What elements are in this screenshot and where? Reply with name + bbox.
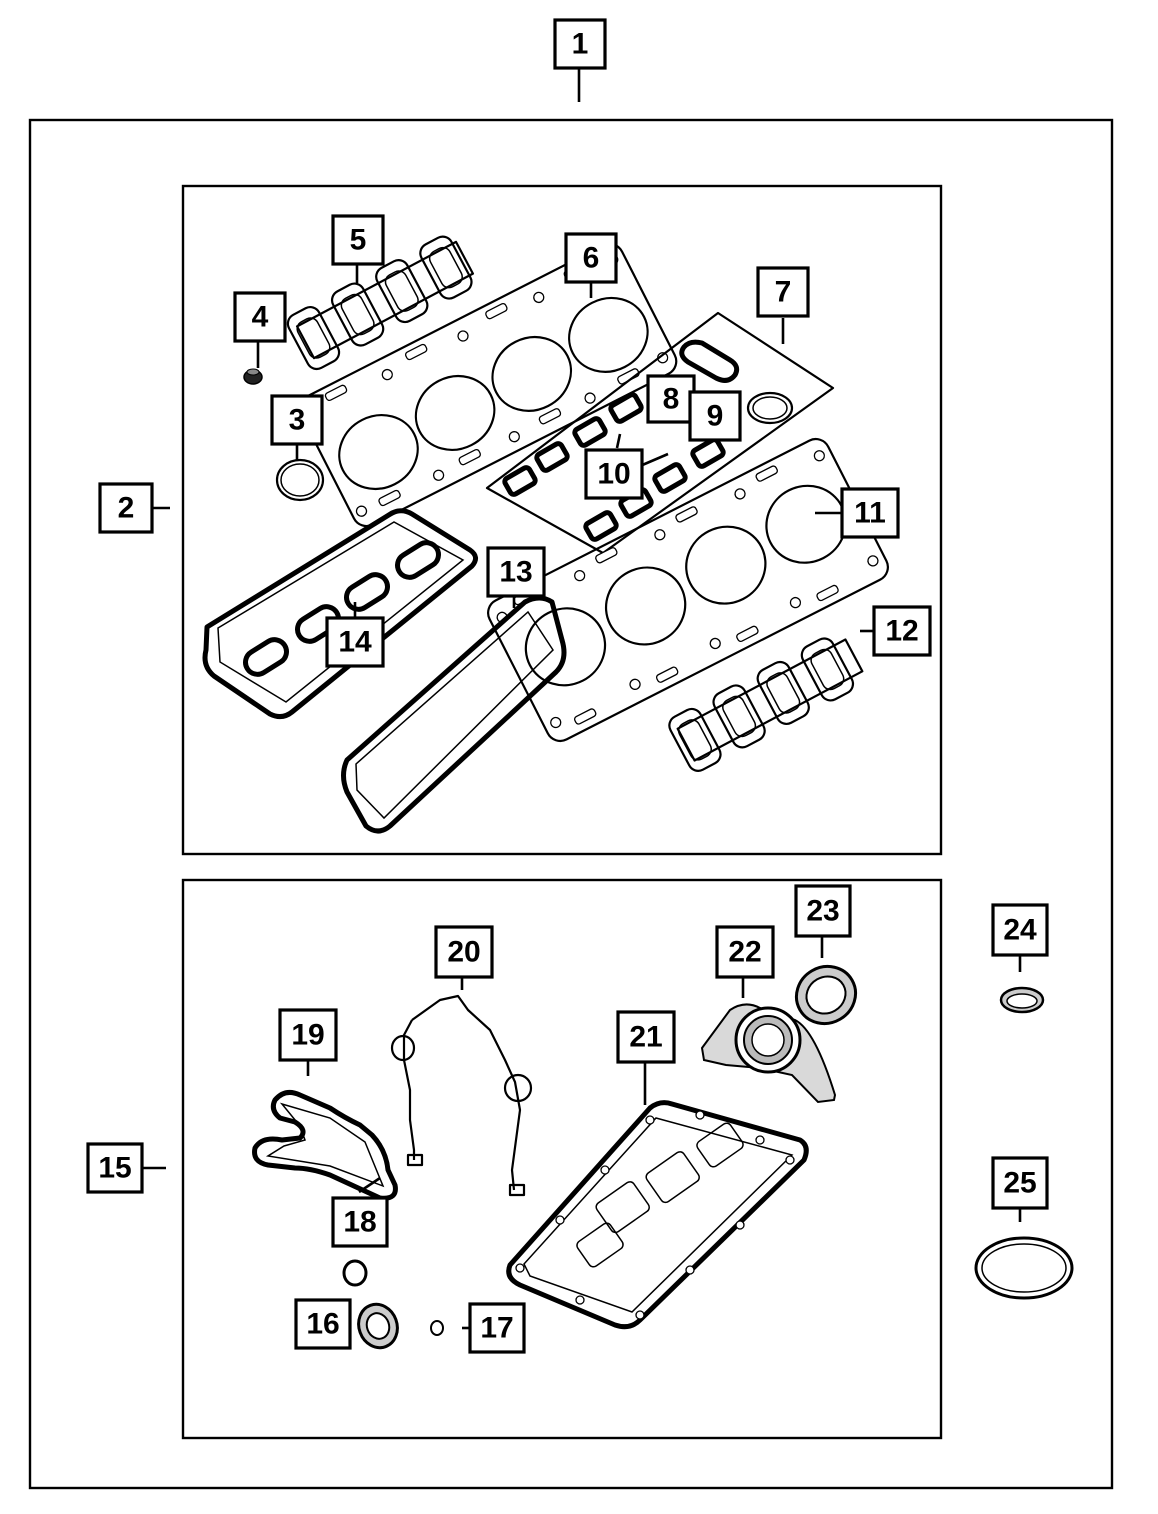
- svg-text:23: 23: [806, 895, 839, 928]
- callout-20: 20: [434, 925, 494, 979]
- part-18-o-ring: [342, 1259, 368, 1287]
- part-13-valve-cover-gasket: [341, 595, 567, 834]
- callout-24: 24: [991, 903, 1049, 957]
- callout-10: 10: [584, 448, 644, 500]
- svg-text:16: 16: [306, 1308, 339, 1341]
- part-14-valve-cover-gasket: [202, 508, 478, 720]
- part-4-plug: [243, 368, 263, 385]
- callout-4: 4: [233, 291, 287, 343]
- svg-text:21: 21: [629, 1021, 662, 1054]
- callout-21: 21: [616, 1010, 676, 1064]
- svg-text:22: 22: [728, 936, 761, 969]
- lower-set-frame: [181, 878, 943, 1440]
- svg-text:5: 5: [350, 224, 367, 257]
- callout-17: 17: [468, 1302, 526, 1354]
- part-8-throttle-body-gasket: [679, 339, 740, 383]
- svg-text:19: 19: [291, 1019, 324, 1052]
- svg-text:7: 7: [775, 276, 792, 309]
- callout-23: 23: [794, 884, 852, 938]
- callout-5: 5: [331, 214, 385, 266]
- part-21-oil-pan-gasket: [506, 1100, 809, 1330]
- svg-text:17: 17: [480, 1312, 513, 1345]
- overall-kit-frame: [28, 118, 1114, 1490]
- part-12-exhaust-manifold-gasket: [668, 637, 864, 772]
- callout-18: 18: [331, 1196, 389, 1248]
- callout-12: 12: [872, 605, 932, 657]
- svg-text:13: 13: [499, 556, 532, 589]
- svg-text:20: 20: [447, 936, 480, 969]
- callout-8: 8: [646, 374, 696, 424]
- callout-2: 2: [98, 482, 154, 534]
- svg-text:2: 2: [118, 492, 135, 525]
- callout-14: 14: [325, 616, 385, 668]
- part-16-front-crank-seal: [357, 1302, 399, 1350]
- callout-22: 22: [715, 925, 775, 979]
- callout-11: 11: [840, 487, 900, 539]
- callout-3: 3: [270, 394, 324, 446]
- part-17-o-ring: [430, 1320, 444, 1336]
- svg-text:9: 9: [707, 400, 724, 433]
- callout-15: 15: [86, 1142, 144, 1194]
- part-7-intake-gasket-set: [485, 311, 835, 555]
- svg-text:25: 25: [1003, 1167, 1036, 1200]
- part-5-exhaust-manifold-gasket: [286, 235, 475, 371]
- part-22-rear-main-seal-retainer: [700, 1003, 837, 1104]
- callout-16: 16: [294, 1298, 352, 1350]
- svg-text:11: 11: [854, 497, 886, 530]
- svg-text:4: 4: [252, 301, 269, 334]
- part-23-rear-main-seal: [794, 964, 858, 1026]
- part-20-timing-cover-gasket: [390, 994, 533, 1197]
- callout-9: 9: [688, 390, 742, 442]
- part-6-head-gasket: [298, 242, 678, 528]
- part-3-o-ring: [275, 458, 325, 502]
- svg-text:15: 15: [98, 1152, 131, 1185]
- svg-text:10: 10: [597, 458, 630, 491]
- svg-text:3: 3: [289, 404, 306, 437]
- part-19-water-pump-gasket: [252, 1089, 398, 1201]
- callout-25: 25: [991, 1156, 1049, 1210]
- callout-6: 6: [564, 232, 618, 284]
- upper-set-frame: [181, 184, 943, 856]
- callout-1: 1: [553, 18, 607, 70]
- part-24-seal-ring: [999, 986, 1045, 1014]
- svg-text:18: 18: [343, 1206, 376, 1239]
- part-9-ring: [746, 391, 794, 425]
- svg-text:12: 12: [885, 615, 918, 648]
- part-10-intake-port-gaskets: [502, 392, 726, 542]
- svg-text:8: 8: [663, 383, 680, 416]
- callout-13: 13: [486, 546, 546, 598]
- svg-text:14: 14: [338, 626, 372, 659]
- callout-7: 7: [756, 266, 810, 318]
- svg-text:1: 1: [572, 28, 589, 61]
- svg-text:24: 24: [1003, 914, 1037, 947]
- callout-19: 19: [278, 1008, 338, 1062]
- svg-text:6: 6: [583, 242, 600, 275]
- part-25-large-seal-ring: [974, 1236, 1074, 1300]
